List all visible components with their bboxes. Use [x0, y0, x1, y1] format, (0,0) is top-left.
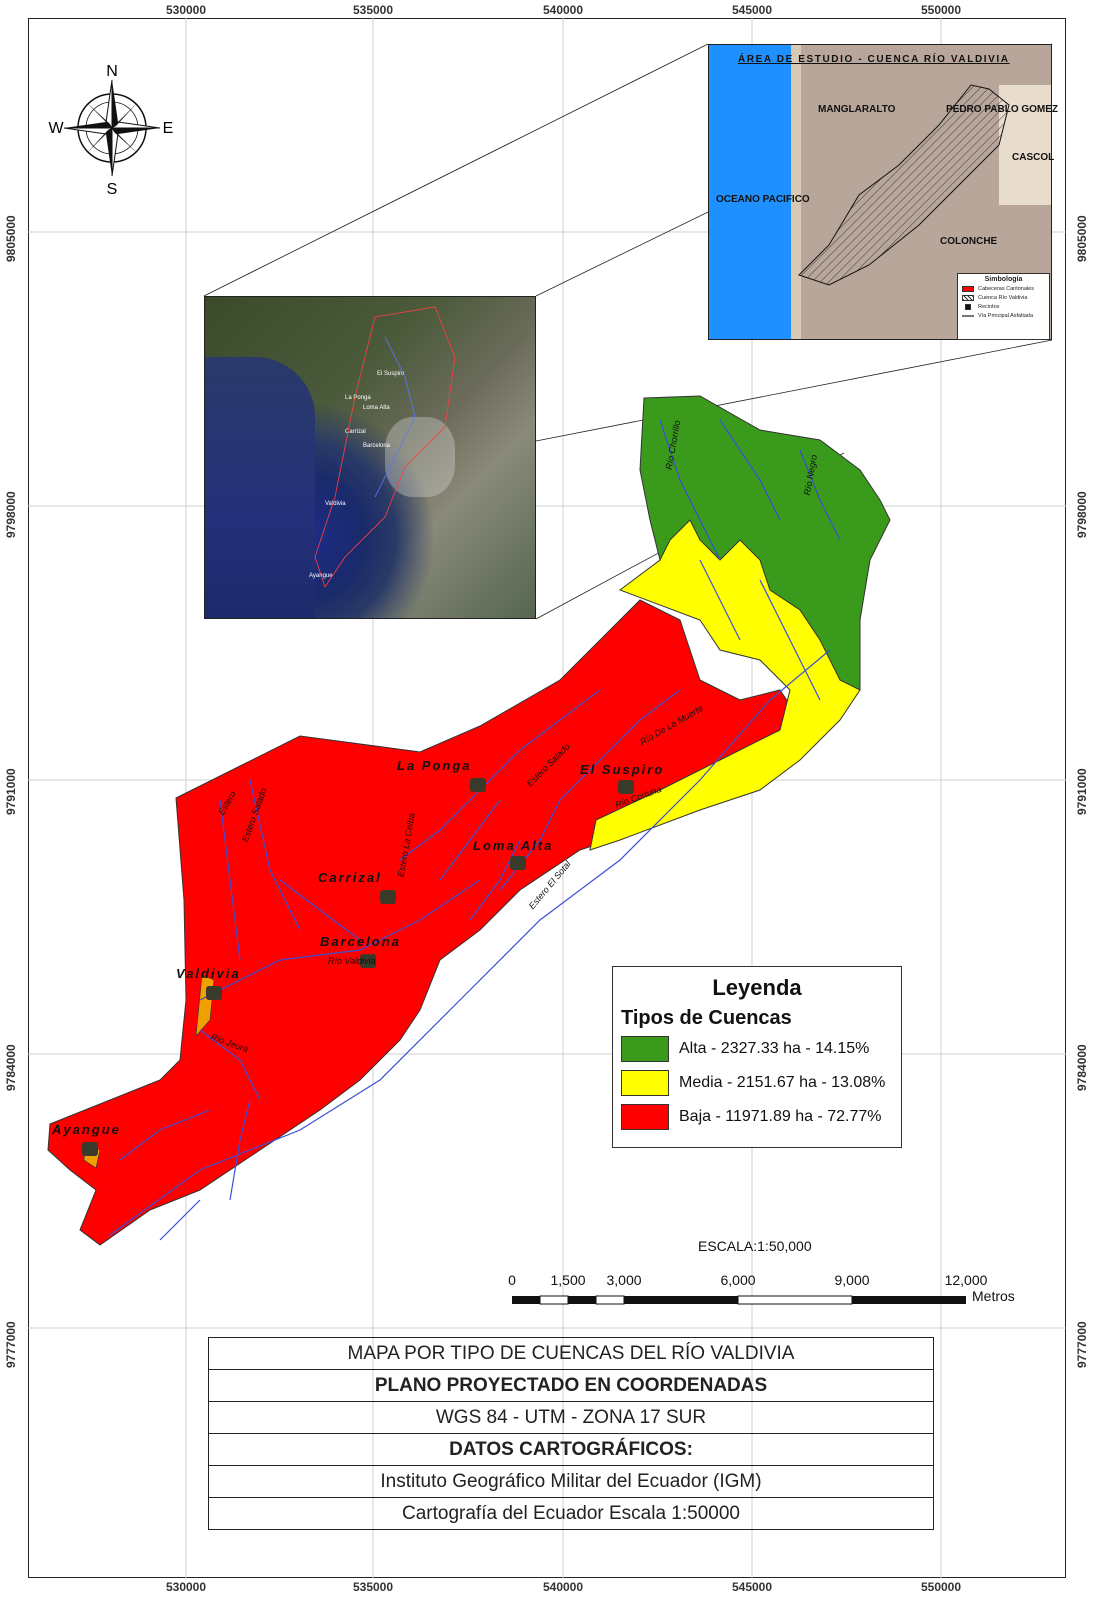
legend-subtitle: Tipos de Cuencas — [621, 1007, 792, 1029]
symbology-item: Recintos — [962, 304, 1049, 310]
recinto-marker-icon — [360, 954, 376, 968]
town-barcelona: Barcelona — [320, 934, 401, 949]
symbology-item: Vía Principal Asfaltada — [962, 313, 1049, 319]
swatch-icon — [621, 1070, 669, 1096]
satellite-label: Valdivia — [325, 501, 346, 507]
recinto-marker-icon — [380, 890, 396, 904]
legend-item-media: Media - 2151.67 ha - 13.08% — [621, 1068, 901, 1098]
inset-label-cascol: CASCOL — [1012, 152, 1055, 163]
map-frame — [28, 18, 1066, 1578]
title-line: Cartografía del Ecuador Escala 1:50000 — [402, 1503, 740, 1524]
road-icon — [962, 315, 974, 317]
x-tick-bottom: 530000 — [165, 1580, 207, 1594]
legend-title: Leyenda — [712, 975, 802, 1000]
town-carrizal: Carrizal — [318, 870, 382, 885]
ocean-pacific-area — [709, 45, 791, 339]
title-block: MAPA POR TIPO DE CUENCAS DEL RÍO VALDIVI… — [208, 1337, 934, 1530]
satellite-label: La Ponga — [345, 395, 371, 401]
town-loma-alta: Loma Alta — [473, 838, 554, 853]
swatch-icon — [962, 295, 974, 301]
coast-strip — [791, 45, 801, 339]
symbology-title: Simbología — [984, 276, 1023, 283]
swatch-icon — [621, 1104, 669, 1130]
recinto-marker-icon — [470, 778, 486, 792]
x-tick-bottom: 535000 — [352, 1580, 394, 1594]
title-line: MAPA POR TIPO DE CUENCAS DEL RÍO VALDIVI… — [209, 1338, 933, 1370]
river-label: Río Valdivia — [328, 956, 376, 966]
inset-label-oceano: OCEANO PACIFICO — [716, 194, 810, 205]
compass-w: W — [48, 120, 64, 137]
satellite-basin-outline — [314, 306, 456, 588]
inset-symbology: Simbología Cabeceras Cantonales Cuenca R… — [957, 273, 1050, 340]
x-tick-top: 540000 — [542, 3, 584, 17]
compass-n: N — [106, 63, 118, 80]
satellite-label: Ayangue — [309, 573, 333, 579]
recinto-marker-icon — [618, 780, 634, 794]
x-tick-bottom: 540000 — [542, 1580, 584, 1594]
scale-bar — [512, 1295, 966, 1305]
legend-item-alta: Alta - 2327.33 ha - 14.15% — [621, 1034, 901, 1064]
recinto-marker-icon — [82, 1142, 98, 1156]
basin-alta-area — [639, 395, 891, 691]
inset-label-pedro-pablo-gomez: PEDRO PABLO GOMEZ — [946, 104, 1059, 115]
inset-title: ÁREA DE ESTUDIO - CUENCA RÍO VALDIVIA — [738, 54, 1010, 65]
cloud-area — [385, 417, 455, 497]
title-line: Instituto Geográfico Militar del Ecuador… — [209, 1466, 933, 1498]
satellite-inset: El Suspiro La Ponga Loma Alta Carrizal B… — [204, 296, 536, 619]
scale-unit: Metros — [972, 1288, 1015, 1304]
ocean-area — [205, 357, 315, 618]
x-tick-top: 535000 — [352, 3, 394, 17]
symbology-item: Cuenca Río Valdivia — [962, 295, 1049, 301]
x-tick-top: 530000 — [165, 3, 207, 17]
satellite-label: Loma Alta — [363, 405, 390, 411]
x-tick-top: 545000 — [731, 3, 773, 17]
swatch-icon — [962, 286, 974, 292]
town-valdivia: Valdivia — [176, 966, 241, 981]
satellite-label: Carrizal — [345, 429, 366, 435]
swatch-icon — [621, 1036, 669, 1062]
title-line: DATOS CARTOGRÁFICOS: — [209, 1434, 933, 1466]
inset-basin-hatch — [798, 84, 1010, 286]
town-la-ponga: La Ponga — [397, 758, 472, 773]
scale-title: ESCALA:1:50,000 — [698, 1238, 812, 1254]
river-network — [109, 419, 841, 1241]
compass-e: E — [163, 120, 174, 137]
town-el-suspiro: El Suspiro — [580, 762, 665, 777]
symbology-item: Cabeceras Cantonales — [962, 286, 1049, 292]
satellite-label: Barcelona — [363, 443, 391, 449]
x-tick-top: 550000 — [920, 3, 962, 17]
title-line: PLANO PROYECTADO EN COORDENADAS — [209, 1370, 933, 1402]
x-tick-bottom: 545000 — [731, 1580, 773, 1594]
x-tick-bottom: 550000 — [920, 1580, 962, 1594]
basin-baja-area — [47, 599, 801, 1246]
legend: Leyenda Tipos de Cuencas Alta - 2327.33 … — [612, 966, 902, 1148]
title-line: WGS 84 - UTM - ZONA 17 SUR — [209, 1402, 933, 1434]
compass-rose-icon: N S E W — [48, 63, 173, 198]
recinto-icon — [965, 304, 971, 310]
legend-item-baja: Baja - 11971.89 ha - 72.77% — [621, 1102, 901, 1132]
town-ayangue: Ayangue — [52, 1122, 121, 1137]
recinto-marker-icon — [510, 856, 526, 870]
compass-s: S — [107, 181, 118, 198]
inset-label-colonche: COLONCHE — [940, 236, 998, 247]
inset-label-manglaralto: MANGLARALTO — [818, 104, 896, 115]
satellite-label: El Suspiro — [377, 371, 405, 377]
recinto-marker-icon — [206, 986, 222, 1000]
